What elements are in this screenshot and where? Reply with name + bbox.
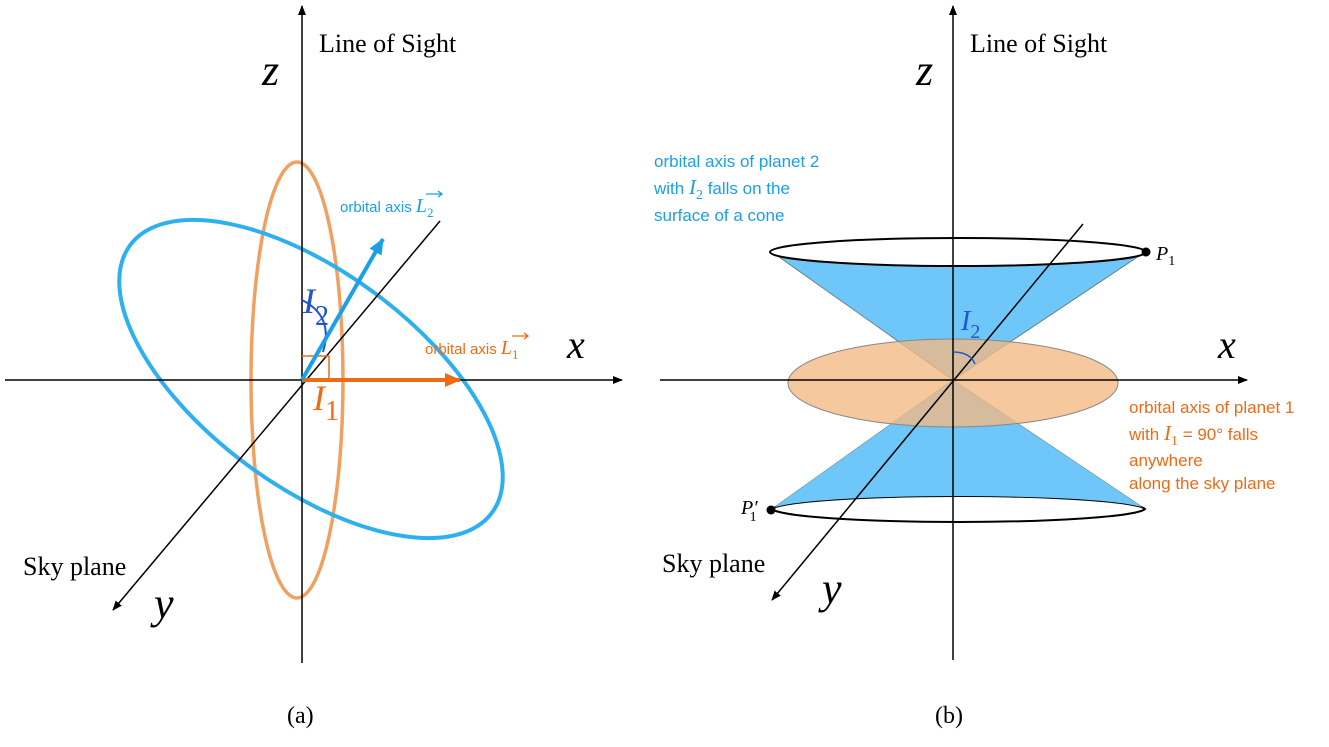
orbital-axis-l2-arrow <box>300 238 385 381</box>
planet2-line3: surface of a cone <box>654 206 784 225</box>
vector-arrow-icon-l2 <box>426 190 444 198</box>
i2-symbol: I <box>302 281 317 321</box>
i1-symbol: I <box>312 378 327 418</box>
orbital-axis-l1-sub: 1 <box>512 347 519 362</box>
orbital-axis-l2-sub: 2 <box>427 205 434 220</box>
sky-plane-label: Sky plane <box>23 552 126 581</box>
planet2-line2-post: falls on the <box>703 179 790 198</box>
planet1-line1: orbital axis of planet 1 <box>1129 398 1294 417</box>
point-p1 <box>1141 247 1151 257</box>
orbital-axis-l2-symbol: L <box>415 195 427 217</box>
orbital-axis-l1-text: orbital axis <box>425 341 501 358</box>
angle-arc-i2-b <box>952 351 976 365</box>
planet1-line2-sym: I <box>1163 421 1172 445</box>
planet1-line2-eq: = 90° falls <box>1178 425 1258 444</box>
i2-angle-label: I2 <box>302 281 329 332</box>
orbital-axis-l1-label: orbital axis L1 <box>425 337 519 362</box>
z-axis-label-b: z <box>915 46 933 95</box>
planet2-line2-sub: 2 <box>696 188 703 203</box>
planet1-annotation: orbital axis of planet 1 with I1 = 90° f… <box>1128 398 1294 493</box>
orbital-axis-l2-label: orbital axis L2 <box>340 195 434 220</box>
line-of-sight-label-b: Line of Sight <box>970 29 1108 58</box>
y-axis-b <box>771 223 1084 601</box>
p1-label: P1 <box>1155 243 1175 269</box>
planet1-line2-pre: with <box>1128 425 1164 444</box>
i2-sub: 2 <box>315 301 329 332</box>
z-axis-label: z <box>261 46 279 95</box>
vector-arrow-icon-l1 <box>512 332 530 340</box>
orbit-planet-2 <box>117 217 505 541</box>
angle-arc-i2 <box>301 299 327 353</box>
p1-symbol: P <box>1155 243 1168 265</box>
p1-prime-symbol: P′ <box>740 497 758 519</box>
upper-cone-rim <box>769 237 1147 267</box>
planet1-line4: along the sky plane <box>1129 474 1276 493</box>
orbital-axis-l1-symbol: L <box>500 337 512 359</box>
caption-a: (a) <box>287 703 314 729</box>
p1-prime-sub: 1 <box>750 510 757 525</box>
p1-sub: 1 <box>1168 254 1175 269</box>
planet1-line3: anywhere <box>1129 451 1203 470</box>
i1-sub: 1 <box>325 396 339 427</box>
y-axis-label: y <box>150 579 174 628</box>
x-axis-label: x <box>566 322 585 367</box>
planet2-line2-pre: with <box>653 179 689 198</box>
line-of-sight-label: Line of Sight <box>319 29 457 58</box>
orbital-axis-l2-text: orbital axis <box>340 199 416 216</box>
planet2-line2-sym: I <box>688 175 697 199</box>
planet2-line1: orbital axis of planet 2 <box>654 152 819 171</box>
sky-plane-label-b: Sky plane <box>662 549 765 578</box>
panel-a: Line of Sight z x y Sky plane orbital ax… <box>5 5 623 729</box>
planet1-line2-sub: 1 <box>1171 434 1178 449</box>
i2-symbol-b: I <box>960 306 972 337</box>
lower-cone-overlay <box>772 380 1145 509</box>
x-axis-label-b: x <box>1217 322 1236 367</box>
planet2-line2: with I2 falls on the <box>653 175 790 203</box>
p1-prime-label: P′1 <box>740 497 758 525</box>
point-p1-prime <box>766 505 776 515</box>
y-axis <box>112 220 441 611</box>
i2-angle-label-b: I2 <box>960 306 980 343</box>
planet1-line2: with I1 = 90° falls <box>1128 421 1258 449</box>
caption-b: (b) <box>935 703 963 729</box>
planet2-annotation: orbital axis of planet 2 with I2 falls o… <box>653 152 819 225</box>
i1-angle-label: I1 <box>312 378 339 427</box>
y-axis-label-b: y <box>818 564 842 613</box>
i2-sub-b: 2 <box>970 321 980 343</box>
panel-b: Line of Sight z x y Sky plane P1 P′1 I2 … <box>653 5 1294 729</box>
right-angle-marker <box>302 355 330 380</box>
